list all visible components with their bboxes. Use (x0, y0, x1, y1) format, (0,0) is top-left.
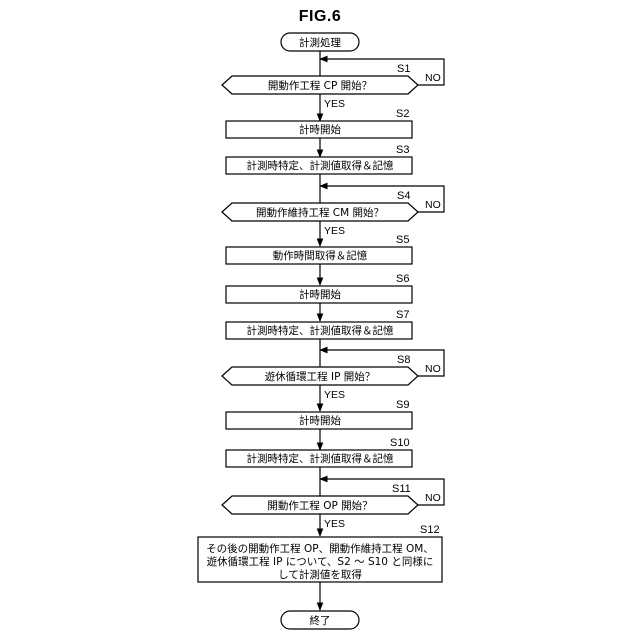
step-s1-no-label: NO (425, 72, 441, 84)
step-s7-process: 計測時特定、計測値取得＆記憶 S7 (226, 309, 412, 339)
step-s12-line-3: して計測値を取得 (278, 568, 362, 581)
step-s12-id: S12 (420, 524, 440, 536)
end-label: 終了 (310, 614, 331, 627)
step-s3-process: 計測時特定、計測値取得＆記憶 S3 (226, 144, 412, 174)
step-s8-decision: 遊休循環工程 IP 開始？ S8 NO YES (222, 354, 441, 401)
step-s4-id: S4 (397, 190, 410, 202)
step-s1-id: S1 (397, 63, 410, 75)
step-s10-id: S10 (390, 437, 410, 449)
step-s2-id: S2 (396, 108, 409, 120)
step-s10-process: 計測時特定、計測値取得＆記憶 S10 (226, 437, 412, 467)
step-s1-decision: 開動作工程 CP 開始？ S1 NO YES (222, 63, 441, 110)
step-s7-id: S7 (396, 309, 409, 321)
step-s11-yes-label: YES (324, 518, 345, 530)
step-s10-text: 計測時特定、計測値取得＆記憶 (247, 452, 394, 465)
step-s11-id: S11 (392, 483, 411, 495)
step-s11-text: 開動作工程 OP 開始？ (267, 499, 372, 512)
step-s12-line-1: その後の開動作工程 OP、開動作維持工程 OM、 (206, 542, 434, 555)
step-s8-text: 遊休循環工程 IP 開始？ (265, 370, 376, 383)
step-s9-process: 計時開始 S9 (226, 399, 412, 429)
step-s2-process: 計時開始 S2 (226, 108, 412, 138)
step-s3-id: S3 (396, 144, 409, 156)
step-s4-no-label: NO (425, 199, 441, 211)
step-s4-text: 開動作維持工程 CM 開始？ (256, 206, 384, 219)
start-terminal: 計測処理 (281, 33, 359, 51)
step-s5-text: 動作時間取得＆記憶 (273, 249, 368, 262)
step-s9-id: S9 (396, 399, 409, 411)
step-s1-text: 開動作工程 CP 開始？ (268, 79, 372, 92)
step-s6-process: 計時開始 S6 (226, 273, 412, 303)
step-s12-line-2: 遊休循環工程 IP について、S2 ～ S10 と同様に (207, 555, 434, 568)
step-s5-process: 動作時間取得＆記憶 S5 (226, 234, 412, 264)
step-s4-yes-label: YES (324, 225, 345, 237)
figure-title: FIG.6 (0, 8, 640, 26)
start-label: 計測処理 (299, 36, 341, 49)
step-s7-text: 計測時特定、計測値取得＆記憶 (247, 324, 394, 337)
step-s8-no-label: NO (425, 363, 441, 375)
step-s5-id: S5 (396, 234, 409, 246)
step-s9-text: 計時開始 (299, 414, 341, 427)
step-s8-yes-label: YES (324, 389, 345, 401)
step-s11-decision: 開動作工程 OP 開始？ S11 NO YES (222, 483, 441, 530)
step-s3-text: 計測時特定、計測値取得＆記憶 (247, 159, 394, 172)
step-s6-text: 計時開始 (299, 288, 341, 301)
step-s1-yes-label: YES (324, 98, 345, 110)
step-s2-text: 計時開始 (299, 123, 341, 136)
step-s11-no-label: NO (425, 492, 441, 504)
step-s8-id: S8 (397, 354, 410, 366)
step-s4-decision: 開動作維持工程 CM 開始？ S4 NO YES (222, 190, 441, 237)
end-terminal: 終了 (281, 611, 359, 629)
step-s6-id: S6 (396, 273, 409, 285)
